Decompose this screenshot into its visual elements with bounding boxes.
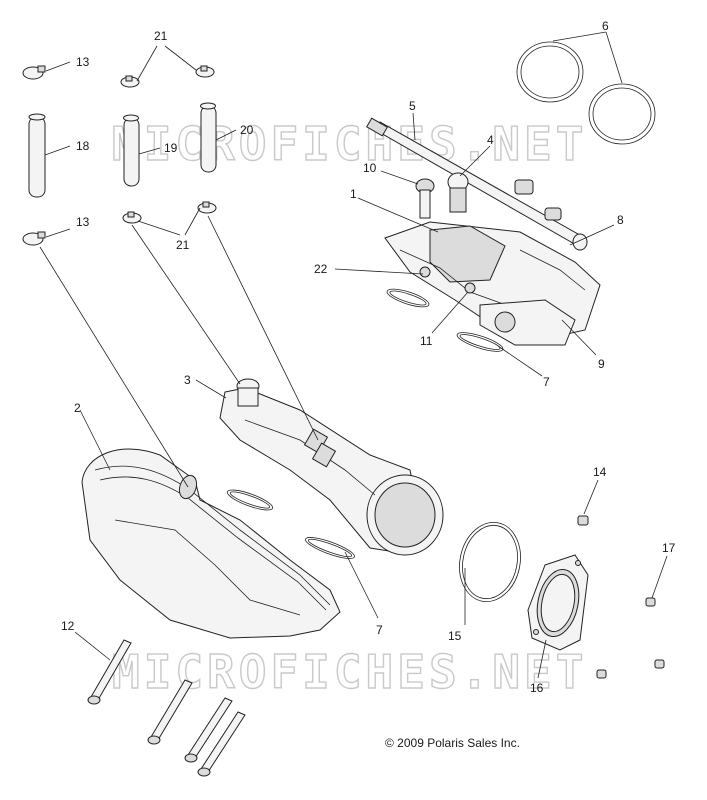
hose-20 bbox=[200, 102, 217, 173]
hose-clamp-13-bottom bbox=[22, 231, 46, 246]
o-ring-15 bbox=[459, 521, 521, 603]
callout-14: 14 bbox=[593, 465, 607, 479]
hose-18 bbox=[28, 113, 46, 198]
plate-9 bbox=[479, 299, 576, 346]
callout-17: 17 bbox=[662, 541, 676, 555]
callout-1: 1 bbox=[350, 187, 357, 201]
throttle-body-3 bbox=[219, 378, 444, 556]
callout-16: 16 bbox=[530, 681, 544, 695]
callout-3: 3 bbox=[184, 373, 191, 387]
watermark-bottom: MICROFICHES.NET bbox=[112, 645, 587, 699]
callout-6: 6 bbox=[602, 19, 609, 33]
screw-17 bbox=[596, 597, 665, 679]
callout-20: 20 bbox=[240, 123, 254, 137]
bolt-11 bbox=[464, 282, 476, 294]
callout-12: 12 bbox=[61, 619, 75, 633]
callout-11: 11 bbox=[420, 334, 433, 348]
screw-22 bbox=[419, 266, 431, 278]
callout-21-top: 21 bbox=[154, 29, 168, 43]
hose-clamp-21-left bbox=[120, 75, 140, 88]
callout-7-upper: 7 bbox=[543, 375, 550, 389]
injector-4 bbox=[447, 172, 469, 213]
copyright-text: © 2009 Polaris Sales Inc. bbox=[385, 736, 520, 750]
callout-10: 10 bbox=[363, 161, 377, 175]
screw-14 bbox=[577, 515, 589, 526]
callout-8: 8 bbox=[617, 213, 624, 227]
adapter-plate-16 bbox=[527, 554, 589, 651]
hose-clamp-13-top bbox=[22, 65, 46, 80]
hose-19 bbox=[123, 114, 140, 187]
callout-2: 2 bbox=[74, 401, 81, 415]
callout-22: 22 bbox=[314, 262, 328, 276]
bolt-12 bbox=[87, 639, 246, 777]
throttle-body-assembly bbox=[366, 117, 601, 346]
callout-4: 4 bbox=[487, 133, 494, 147]
callout-5: 5 bbox=[409, 99, 416, 113]
callouts: 13 21 18 19 20 13 21 6 5 4 10 1 8 22 11 … bbox=[61, 19, 676, 695]
hose-clamp-21-right bbox=[195, 65, 215, 78]
hose-clamp-21-bottom-right bbox=[197, 201, 217, 214]
callout-15: 15 bbox=[448, 629, 462, 643]
hose-clamp-21-bottom-left bbox=[122, 211, 142, 224]
callout-13-bottom: 13 bbox=[76, 215, 90, 229]
watermark-top: MICROFICHES.NET bbox=[112, 117, 587, 171]
callout-21-bottom: 21 bbox=[176, 238, 190, 252]
callout-9: 9 bbox=[598, 357, 605, 371]
fitting-10 bbox=[415, 178, 435, 219]
callout-13-top: 13 bbox=[76, 55, 90, 69]
callout-18: 18 bbox=[76, 139, 90, 153]
leader-lines bbox=[39, 31, 668, 679]
callout-7-lower: 7 bbox=[376, 623, 383, 637]
gasket-7-lower bbox=[226, 489, 355, 559]
fitting-8 bbox=[514, 179, 562, 221]
callout-19: 19 bbox=[164, 141, 178, 155]
o-ring-6 bbox=[516, 41, 656, 145]
